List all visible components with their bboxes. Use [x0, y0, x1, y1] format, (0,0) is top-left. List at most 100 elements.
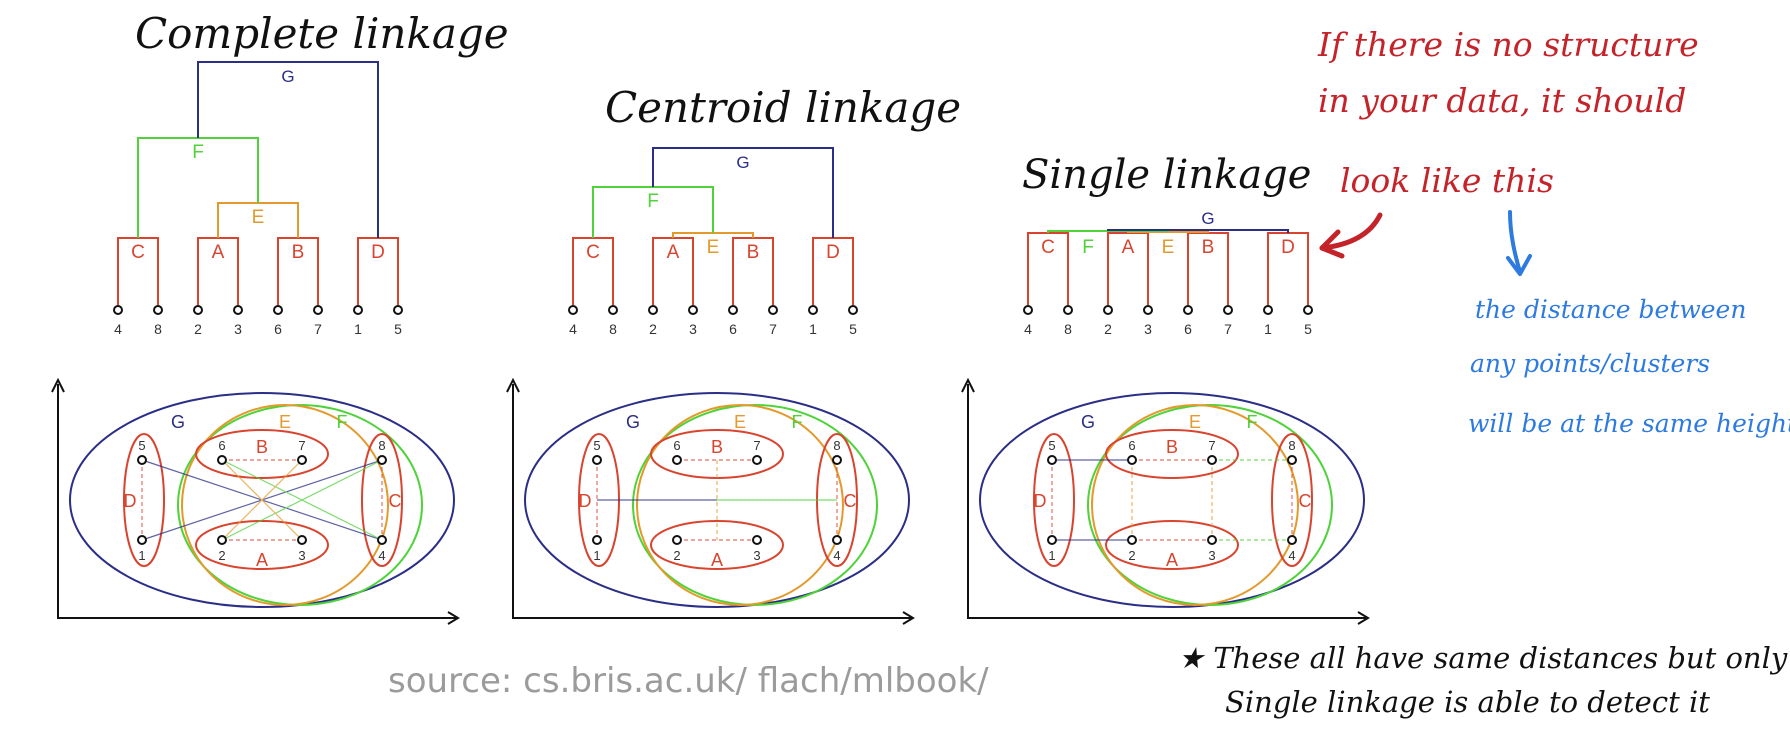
point-8: [377, 455, 387, 465]
blue-arrowhead-icon: [1506, 254, 1532, 276]
cluster-label-B: B: [1202, 237, 1215, 258]
star-note-line-2: Single linkage is able to detect it: [1225, 685, 1710, 719]
red-note: If there is no structure in your data, i…: [1317, 25, 1699, 200]
leaf-point-3: [233, 305, 243, 315]
link-2-8: [221, 459, 383, 541]
ellipse-C: [361, 433, 403, 567]
scatter-label-E: E: [279, 412, 291, 432]
cluster-label-F: F: [192, 142, 204, 163]
scatter-label-A: A: [711, 550, 723, 570]
point-2: [217, 535, 227, 545]
leaf-label-7: 7: [769, 321, 777, 337]
leaf-point-7: [768, 305, 778, 315]
point-7: [752, 455, 762, 465]
leaf-label-3: 3: [689, 321, 697, 337]
scatter-label-F: F: [337, 412, 348, 432]
cluster-label-B: B: [747, 242, 760, 263]
point-label-1: 1: [138, 548, 145, 563]
linkage-lines: [596, 459, 838, 541]
leaf-label-4: 4: [114, 321, 122, 337]
leaf-label-5: 5: [849, 321, 857, 337]
leaf-point-8: [1063, 305, 1073, 315]
point-7: [297, 455, 307, 465]
cluster-label-A: A: [667, 242, 680, 263]
point-label-5: 5: [1048, 438, 1055, 453]
point-5: [1047, 455, 1057, 465]
scatter-label-C: C: [389, 491, 402, 511]
ellipse-C: [1271, 433, 1313, 567]
ellipse-F: [177, 404, 423, 606]
point-label-7: 7: [298, 438, 305, 453]
cluster-label-F: F: [1082, 237, 1094, 258]
cluster-label-G: G: [736, 153, 749, 172]
point-label-2: 2: [673, 548, 680, 563]
point-6: [1127, 455, 1137, 465]
leaf-label-2: 2: [1104, 321, 1112, 337]
merge-G: [197, 61, 379, 238]
scatter-label-D: D: [579, 491, 592, 511]
leaf-point-4: [1023, 305, 1033, 315]
leaf-point-7: [313, 305, 323, 315]
point-label-2: 2: [218, 548, 225, 563]
point-4: [377, 535, 387, 545]
title-centroid-linkage: Centroid linkage: [605, 83, 961, 132]
y-axis-arrow-icon: [51, 377, 65, 393]
ellipse-B: [195, 429, 329, 479]
scatter-label-F: F: [1247, 412, 1258, 432]
ellipse-E: [181, 404, 389, 606]
star-note-line-1: ★ These all have same distances but only: [1178, 641, 1788, 675]
leaf-point-1: [353, 305, 363, 315]
point-4: [832, 535, 842, 545]
point-label-4: 4: [1288, 548, 1295, 563]
leaf-label-1: 1: [1264, 321, 1272, 337]
point-4: [1287, 535, 1297, 545]
leaf-point-2: [648, 305, 658, 315]
leaf-point-6: [273, 305, 283, 315]
red-note-line-1: If there is no structure: [1317, 25, 1699, 64]
leaf-label-6: 6: [1184, 321, 1192, 337]
point-8: [832, 455, 842, 465]
point-label-3: 3: [753, 548, 760, 563]
point-label-6: 6: [673, 438, 680, 453]
blue-note: the distance between any points/clusters…: [1468, 295, 1790, 438]
leaf-label-2: 2: [194, 321, 202, 337]
cluster-label-E: E: [252, 207, 265, 228]
cluster-label-D: D: [1281, 237, 1295, 258]
leaf-label-6: 6: [729, 321, 737, 337]
ellipse-B: [1105, 429, 1239, 479]
red-note-line-3: look like this: [1340, 161, 1554, 200]
point-6: [217, 455, 227, 465]
leaf-point-2: [193, 305, 203, 315]
leaf-label-8: 8: [1064, 321, 1072, 337]
point-2: [672, 535, 682, 545]
leaf-label-7: 7: [314, 321, 322, 337]
merge-E: [1127, 231, 1209, 233]
point-label-4: 4: [833, 548, 840, 563]
ellipse-F: [1087, 404, 1333, 606]
ellipse-D: [1033, 433, 1075, 567]
leaf-label-3: 3: [234, 321, 242, 337]
scatter-label-G: G: [626, 412, 640, 432]
point-label-8: 8: [833, 438, 840, 453]
leaf-label-1: 1: [354, 321, 362, 337]
scatter-label-C: C: [1299, 491, 1312, 511]
leaf-label-2: 2: [649, 321, 657, 337]
point-1: [1047, 535, 1057, 545]
leaf-point-5: [848, 305, 858, 315]
ellipse-A: [195, 520, 329, 570]
point-label-3: 3: [1208, 548, 1215, 563]
red-note-line-2: in your data, it should: [1318, 81, 1686, 120]
cluster-label-A: A: [1122, 237, 1135, 258]
star-note: ★ These all have same distances but only…: [1178, 641, 1788, 719]
merge-G: [652, 147, 834, 238]
scatter-label-G: G: [171, 412, 185, 432]
scatter-label-A: A: [256, 550, 268, 570]
scatter-label-B: B: [711, 437, 723, 457]
scatter-label-B: B: [1166, 437, 1178, 457]
